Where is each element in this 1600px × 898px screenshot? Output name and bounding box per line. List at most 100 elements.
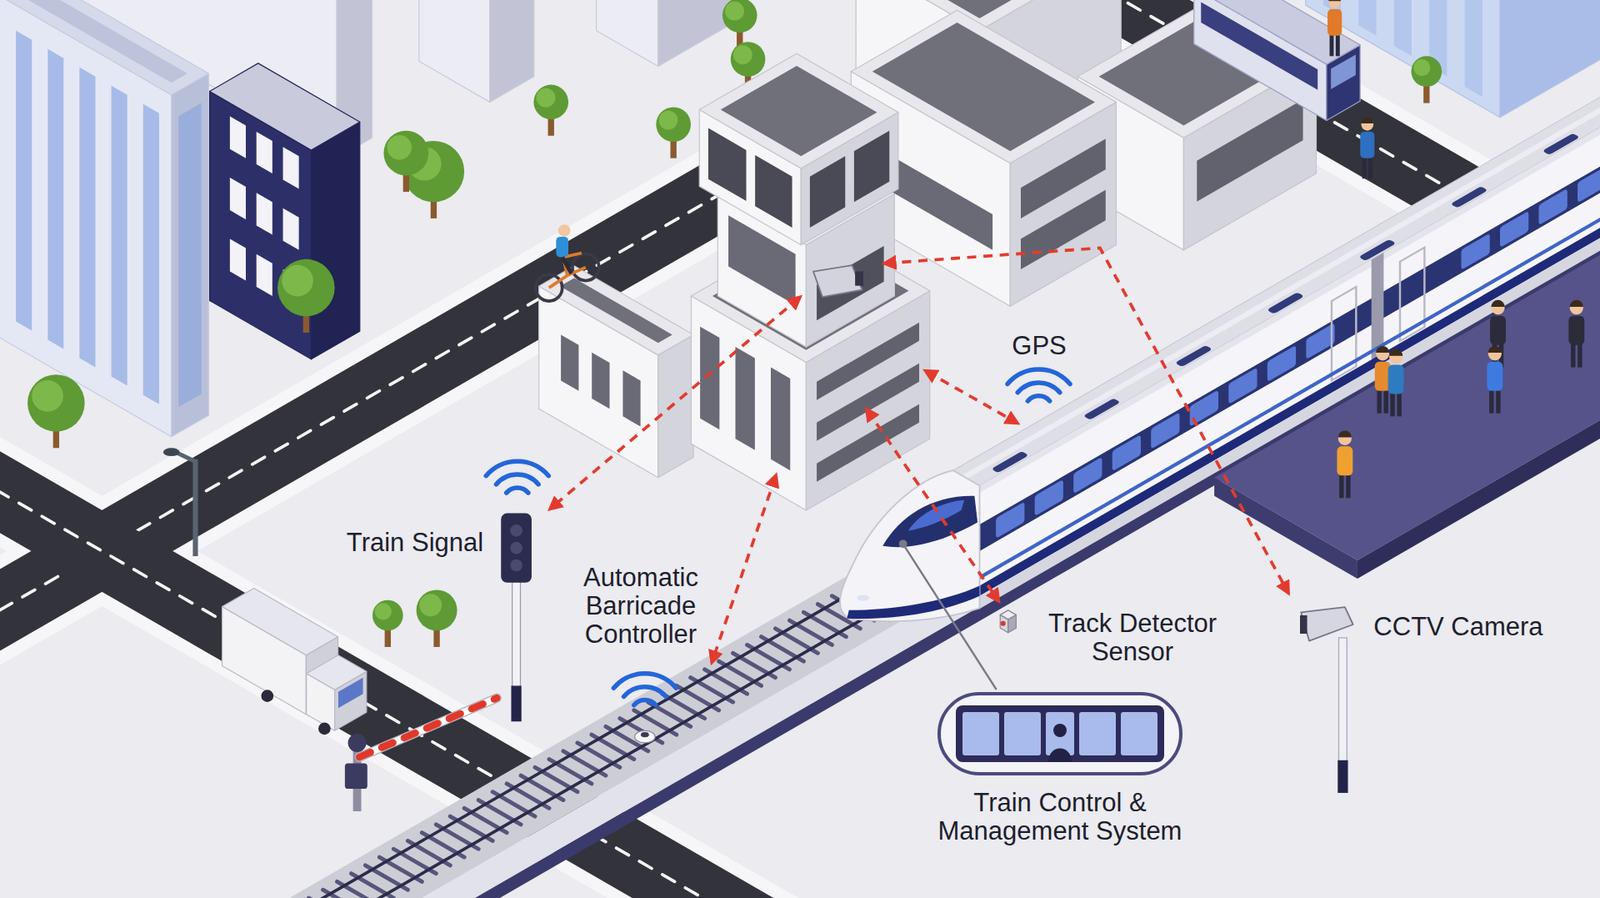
wireless-arc [624,686,667,697]
tree [416,589,458,647]
tree-crown [419,593,442,616]
tree-crown [1410,55,1442,87]
train-window [1035,479,1064,516]
wireless-arc [1007,369,1070,384]
person-hair [1570,300,1584,307]
barrier-boom [359,697,497,757]
wireless-arc [1027,395,1050,401]
window [854,130,890,203]
track-shoulder [139,91,1600,898]
track-sensor [635,730,655,743]
tree-crown [658,110,678,130]
rider-body [555,236,569,257]
train-skirt [980,65,1600,608]
person-body [1486,361,1503,391]
glass-stripe [79,67,95,368]
signal-head [500,513,532,583]
person-hair [1338,430,1352,437]
tree [277,259,335,333]
headlight [857,595,870,601]
glass-stripe [15,30,32,331]
tree-crown [722,0,758,33]
train-window [1073,456,1102,494]
platform-side [1214,477,1358,579]
window [1020,138,1106,218]
barrier-box [345,762,368,789]
window [735,346,755,450]
tree-crown [281,265,314,297]
wireless-symbol [613,673,676,705]
window [591,352,610,409]
train-window [1460,233,1490,270]
console-screen [1004,711,1041,755]
person-hair [1389,349,1403,356]
rail [118,385,1268,898]
lamp-post [192,459,198,556]
person-leg [1335,33,1340,56]
cctv-base [1337,760,1348,793]
device-label: Train Signal [315,528,515,557]
platform-front [1357,305,1600,579]
window [810,155,845,228]
person [1336,430,1353,498]
person-leg [1495,388,1500,414]
building-roof [222,588,339,655]
person-leg [1577,342,1582,368]
tree-crown [533,85,569,120]
operator-body [1048,748,1072,763]
person [1486,345,1503,414]
rider-head [558,224,571,237]
person-leg [1396,391,1401,417]
building-wall [658,334,694,477]
person-body [1336,445,1353,475]
wireless-arc [634,700,656,705]
track-bed [72,53,1600,898]
camera-lens [855,271,864,286]
signal-light [510,524,523,537]
wireless-symbol [1007,369,1070,401]
window [256,192,273,235]
person-leg [1330,33,1335,56]
person-leg [1362,155,1367,179]
navy-stripe [980,55,1600,596]
console-outline [939,693,1181,774]
person-hair [1490,300,1505,307]
train-window [1305,322,1335,360]
tree-crown [416,589,458,630]
tree-crown [655,107,691,143]
window [770,367,790,471]
glass-stripe [111,85,128,386]
tree-crown [383,130,429,176]
train-window [1500,210,1529,248]
building-wall [1500,0,1600,118]
train-side [980,0,1600,608]
window [230,116,246,159]
person-body [1490,315,1506,345]
operator-head [1053,723,1067,737]
tree [722,0,758,50]
data-link [712,476,776,662]
blue-line [980,45,1600,580]
window [338,677,364,709]
lamp-head [163,447,180,456]
glass-stripe [1358,0,1376,36]
roof-inset [876,0,1100,19]
tree-crown [375,602,392,620]
window [283,146,300,189]
rider-leg [562,256,572,274]
data-link [885,247,1288,591]
person-leg [1376,388,1381,414]
window [622,370,640,426]
tree-crown [733,45,753,65]
tree-crown [725,1,745,21]
barrier-lamp [348,733,367,752]
tree-crown [372,600,404,631]
person-head [1328,0,1341,9]
label-anchor: Train Signal [315,528,515,557]
train-window [1228,367,1257,405]
device-label: GPS [980,331,1098,360]
person-body [1568,315,1585,345]
wireless-arc [495,474,539,485]
sensor-light [1000,620,1006,626]
